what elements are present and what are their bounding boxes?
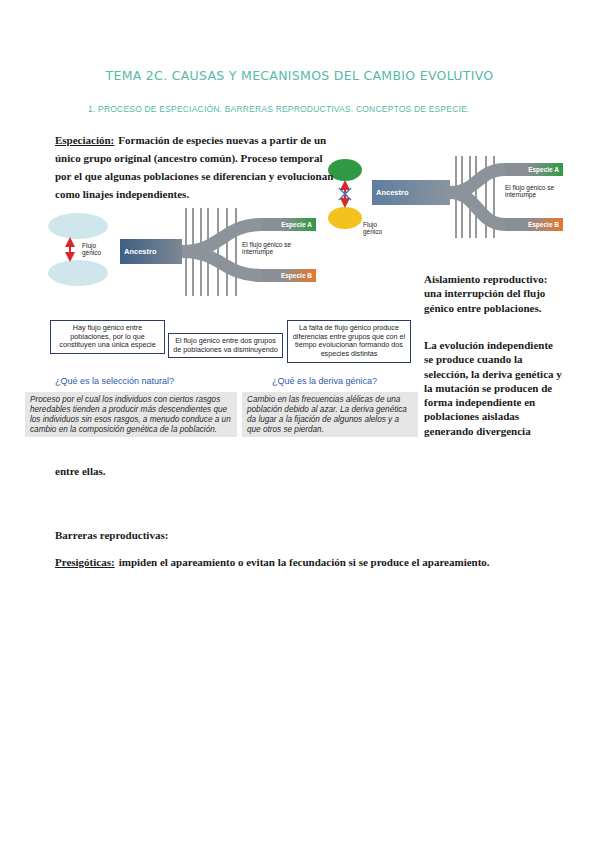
node-text: Proceso por el cual los individuos con c… (30, 395, 232, 434)
node-text: Hay flujo génico entre poblaciones, por … (55, 324, 160, 350)
panel-heading: ¿Qué es la selección natural? (55, 376, 174, 387)
text-block: Barreras reproductivas: (55, 528, 355, 542)
text-block: 1. PROCESO DE ESPECIACIÓN. BARRERAS REPR… (88, 104, 528, 114)
population-ellipse (48, 260, 108, 286)
definition-panel: ¿Qué es la deriva génica?Cambio en las f… (242, 392, 418, 437)
node-text: Especie A (266, 221, 312, 228)
text-block: La evolución independiente se produce cu… (424, 338, 564, 438)
flow-label: Flujo génico (82, 242, 114, 256)
term: Especiación: (55, 134, 114, 146)
note: entre ellas. (55, 464, 175, 478)
text-block: Flujo génico (82, 242, 114, 256)
note: Aislamiento reproductivo: una interrupci… (424, 272, 564, 315)
cross-mark (339, 188, 351, 200)
flow-label: Flujo génico (363, 221, 393, 235)
species-band: Especie A (505, 163, 563, 176)
node-text: Especie B (509, 221, 559, 228)
node-text: Especie A (509, 166, 559, 173)
gene-flow-arrow (69, 242, 71, 257)
panel-heading: ¿Qué es la deriva génica? (272, 376, 377, 387)
term: Presigóticas: (55, 556, 115, 568)
text-block: Especiación:Formación de especies nuevas… (55, 130, 340, 202)
lineage-band (450, 193, 505, 225)
text-block: Presigóticas: impiden el apareamiento o e… (55, 552, 565, 570)
text-block: entre ellas. (55, 464, 175, 478)
node-text: Ancestro (124, 247, 178, 256)
node-text: La falta de flujo génico produce diferen… (292, 324, 406, 359)
section-heading: 1. PROCESO DE ESPECIACIÓN. BARRERAS REPR… (88, 104, 528, 114)
ancestor-band: Ancestro (120, 239, 182, 264)
flow-label: El flujo génico se interrumpe (242, 241, 298, 255)
definition: impiden el apareamiento o evitan la fecu… (119, 556, 490, 568)
text-block: El flujo génico se interrumpe (242, 241, 298, 255)
caption-box: La falta de flujo génico produce diferen… (287, 320, 411, 363)
definition-panel: ¿Qué es la selección natural?Proceso por… (25, 392, 237, 437)
subheading: Barreras reproductivas: (55, 528, 355, 542)
cross-mark (339, 188, 351, 200)
node-text: Cambio en las frecuencias alélicas de un… (247, 395, 413, 434)
text-block: Flujo génico (363, 221, 393, 235)
text-block: El flujo génico se interrumpe (505, 184, 565, 198)
species-band: Especie A (262, 218, 316, 231)
species-band: Especie B (262, 269, 316, 282)
caption-box: El flujo génico entre dos grupos de pobl… (168, 333, 283, 358)
species-band: Especie B (505, 218, 563, 231)
page-title: TEMA 2C. CAUSAS Y MECANISMOS DEL CAMBIO … (0, 68, 599, 83)
node-text: Especie B (266, 272, 312, 279)
note: La evolución independiente se produce cu… (424, 338, 564, 438)
node-text: El flujo génico entre dos grupos de pobl… (173, 337, 278, 354)
population-ellipse (328, 159, 362, 181)
node-text: Ancestro (376, 188, 446, 197)
ancestor-band: Ancestro (372, 180, 450, 205)
population-ellipse (48, 213, 108, 239)
population-ellipse (328, 207, 362, 229)
flow-label: El flujo génico se interrumpe (505, 184, 565, 198)
caption-box: Hay flujo génico entre poblaciones, por … (50, 320, 165, 354)
text-block: Aislamiento reproductivo: una interrupci… (424, 272, 564, 315)
